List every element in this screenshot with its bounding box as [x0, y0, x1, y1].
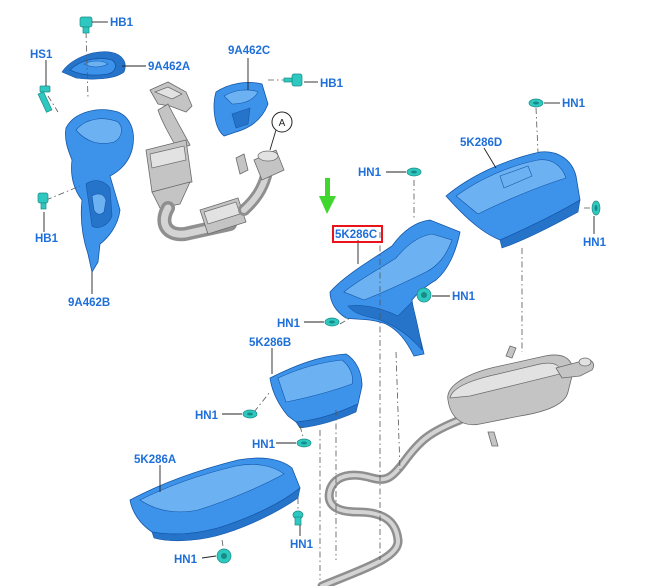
label-part-5k286b: 5K286B	[249, 337, 291, 349]
highlight-arrow	[319, 178, 336, 214]
label-hn1-5k286d-top: HN1	[562, 98, 586, 110]
label-hb1-top: HB1	[110, 17, 134, 29]
catalytic-converter-assembly	[145, 81, 285, 242]
fastener-nut-hn1-5k286b-bottom	[296, 438, 312, 448]
fastener-bolt-hb1-left	[37, 192, 49, 210]
label-part-9a462c: 9A462C	[228, 45, 270, 57]
fastener-nut-hn1-5k286b-left	[242, 409, 258, 419]
label-hn1-5k286a-bottom: HN1	[174, 554, 198, 566]
heat-shield-9a462c	[213, 82, 269, 137]
fastener-nut-hn1-5k286c-top	[406, 167, 422, 177]
fastener-stud-hs1	[37, 85, 53, 113]
label-hb1-left: HB1	[35, 233, 59, 245]
alignment-lines	[45, 31, 596, 580]
fastener-nut-hn1-5k286d-top	[528, 98, 544, 108]
fastener-nut-hn1-5k286c-right	[416, 287, 432, 303]
label-hn1-5k286c-top: HN1	[358, 167, 382, 179]
label-hn1-5k286c-right: HN1	[452, 291, 476, 303]
label-hb1-right: HB1	[320, 78, 344, 90]
label-part-9a462a: 9A462A	[148, 61, 190, 73]
fastener-bolt-hb1-right	[283, 73, 303, 87]
label-part-9a462b: 9A462B	[68, 297, 110, 309]
leader-lines	[43, 21, 595, 559]
label-hn1-5k286c-left: HN1	[277, 318, 301, 330]
label-part-5k286d: 5K286D	[460, 137, 502, 149]
heat-shield-5k286d	[445, 151, 581, 249]
highlight-box-5k286c	[332, 225, 383, 243]
heat-shield-9a462a	[61, 51, 126, 80]
label-hn1-5k286b-left: HN1	[195, 410, 219, 422]
reference-a-text: A	[279, 118, 286, 129]
fastener-nut-hn1-5k286a-bottom	[216, 548, 232, 564]
label-part-5k286c: 5K286C	[335, 229, 377, 241]
fastener-nut-hn1-5k286a-right	[292, 510, 304, 526]
label-part-5k286a: 5K286A	[134, 454, 176, 466]
exhaust-rear-pipe	[317, 415, 465, 586]
rear-muffler	[447, 345, 594, 447]
label-hn1-5k286b-bottom: HN1	[252, 439, 276, 451]
fastener-nut-hn1-5k286c-left	[324, 317, 340, 327]
fastener-bolt-hb1-top	[79, 16, 93, 34]
fastener-nut-hn1-5k286d-right	[591, 200, 601, 216]
heat-shield-5k286a	[129, 457, 301, 542]
label-hn1-5k286a-right: HN1	[290, 539, 314, 551]
reference-callout-a: A	[269, 111, 293, 151]
label-hs1: HS1	[30, 49, 53, 61]
heat-shield-5k286b	[269, 353, 363, 429]
heat-shield-9a462b	[65, 109, 134, 274]
label-hn1-5k286d-right: HN1	[583, 237, 607, 249]
heat-shield-5k286c	[329, 219, 461, 357]
